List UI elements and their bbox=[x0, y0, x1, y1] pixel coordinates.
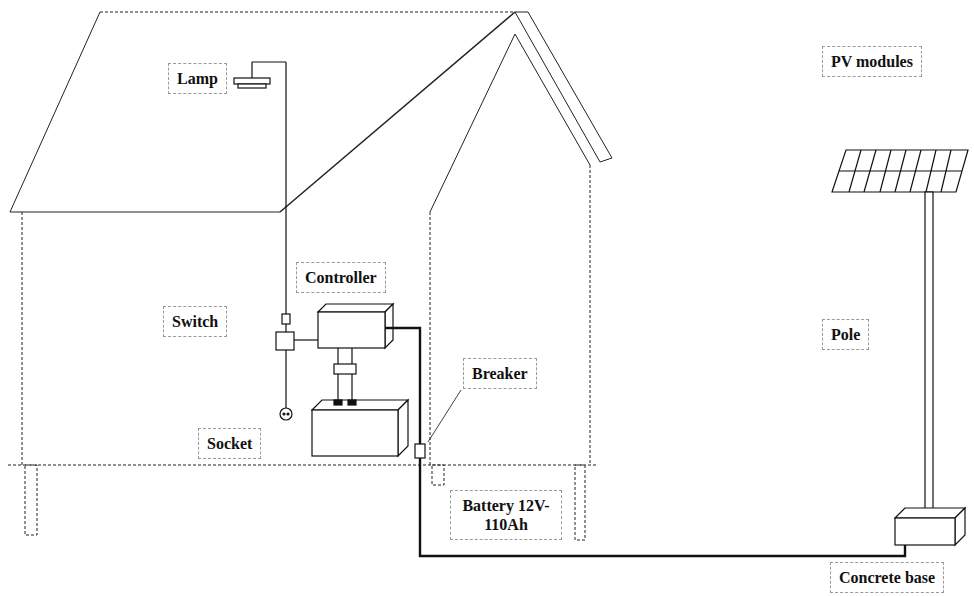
lamp-symbol bbox=[238, 84, 266, 88]
socket-symbol bbox=[283, 413, 285, 415]
pv-panel bbox=[832, 150, 968, 192]
gable-inner bbox=[430, 34, 515, 212]
part-label: PV modules bbox=[822, 46, 922, 77]
battery-terminal bbox=[334, 400, 342, 405]
concrete-base-symbol bbox=[955, 508, 965, 545]
battery-symbol bbox=[312, 400, 408, 410]
wire bbox=[285, 62, 286, 332]
controller-symbol bbox=[318, 312, 385, 348]
pole-symbol bbox=[925, 192, 933, 510]
label-text: Lamp bbox=[177, 69, 218, 88]
roof-eave bbox=[10, 212, 280, 213]
concrete-base-symbol bbox=[895, 508, 965, 518]
wall bbox=[590, 165, 591, 465]
wire bbox=[285, 350, 286, 408]
gable-edge bbox=[280, 12, 515, 212]
battery-terminal bbox=[348, 400, 356, 405]
wire bbox=[251, 62, 252, 78]
part-label: Switch bbox=[163, 306, 227, 337]
label-text: Switch bbox=[172, 312, 218, 331]
pv-grid bbox=[849, 150, 951, 192]
roof-ridge bbox=[100, 12, 515, 13]
gable-edge bbox=[600, 158, 612, 162]
breaker-symbol bbox=[334, 364, 356, 374]
socket-symbol bbox=[287, 413, 289, 415]
part-label: Lamp bbox=[168, 63, 227, 94]
gable-edge bbox=[515, 12, 528, 13]
wire bbox=[351, 348, 352, 402]
gable-edge bbox=[528, 12, 612, 158]
label-text: Socket bbox=[207, 434, 252, 453]
socket-symbol bbox=[280, 408, 292, 420]
stilt bbox=[432, 465, 444, 485]
house-outline bbox=[8, 12, 612, 540]
controller-symbol bbox=[318, 304, 393, 312]
wire bbox=[337, 348, 338, 402]
switch-symbol bbox=[282, 314, 290, 324]
label-text: Pole bbox=[831, 325, 860, 344]
wire bbox=[294, 339, 318, 340]
part-label: Controller bbox=[296, 262, 386, 293]
wire bbox=[252, 61, 286, 62]
wiring bbox=[276, 62, 905, 556]
stilt bbox=[25, 465, 37, 535]
battery-symbol bbox=[398, 400, 408, 456]
lamp-fixture bbox=[234, 62, 286, 88]
stilt bbox=[575, 465, 585, 540]
controller-symbol bbox=[385, 304, 393, 348]
wall bbox=[430, 212, 431, 465]
part-label: Breaker bbox=[463, 358, 537, 389]
gable-inner bbox=[515, 34, 590, 165]
label-text: Controller bbox=[305, 268, 377, 287]
floor bbox=[8, 465, 598, 466]
leader-line bbox=[428, 390, 461, 442]
label-text: PV modules bbox=[831, 52, 913, 71]
lamp-symbol bbox=[234, 78, 270, 84]
label-text: Breaker bbox=[472, 364, 528, 383]
power-cable bbox=[385, 328, 905, 556]
roof-edge bbox=[10, 12, 100, 212]
junction-box bbox=[276, 332, 294, 350]
part-label: Pole bbox=[822, 319, 869, 350]
label-text: Battery 12V-110Ah bbox=[459, 496, 553, 534]
label-text: Concrete base bbox=[839, 568, 935, 587]
part-label: Battery 12V-110Ah bbox=[450, 490, 562, 540]
wall bbox=[22, 212, 23, 465]
part-label: Concrete base bbox=[830, 562, 944, 593]
battery-symbol bbox=[312, 410, 398, 456]
gable-edge bbox=[515, 12, 600, 162]
part-label: Socket bbox=[198, 428, 261, 459]
concrete-base-symbol bbox=[895, 518, 955, 545]
breaker-symbol bbox=[415, 444, 425, 458]
